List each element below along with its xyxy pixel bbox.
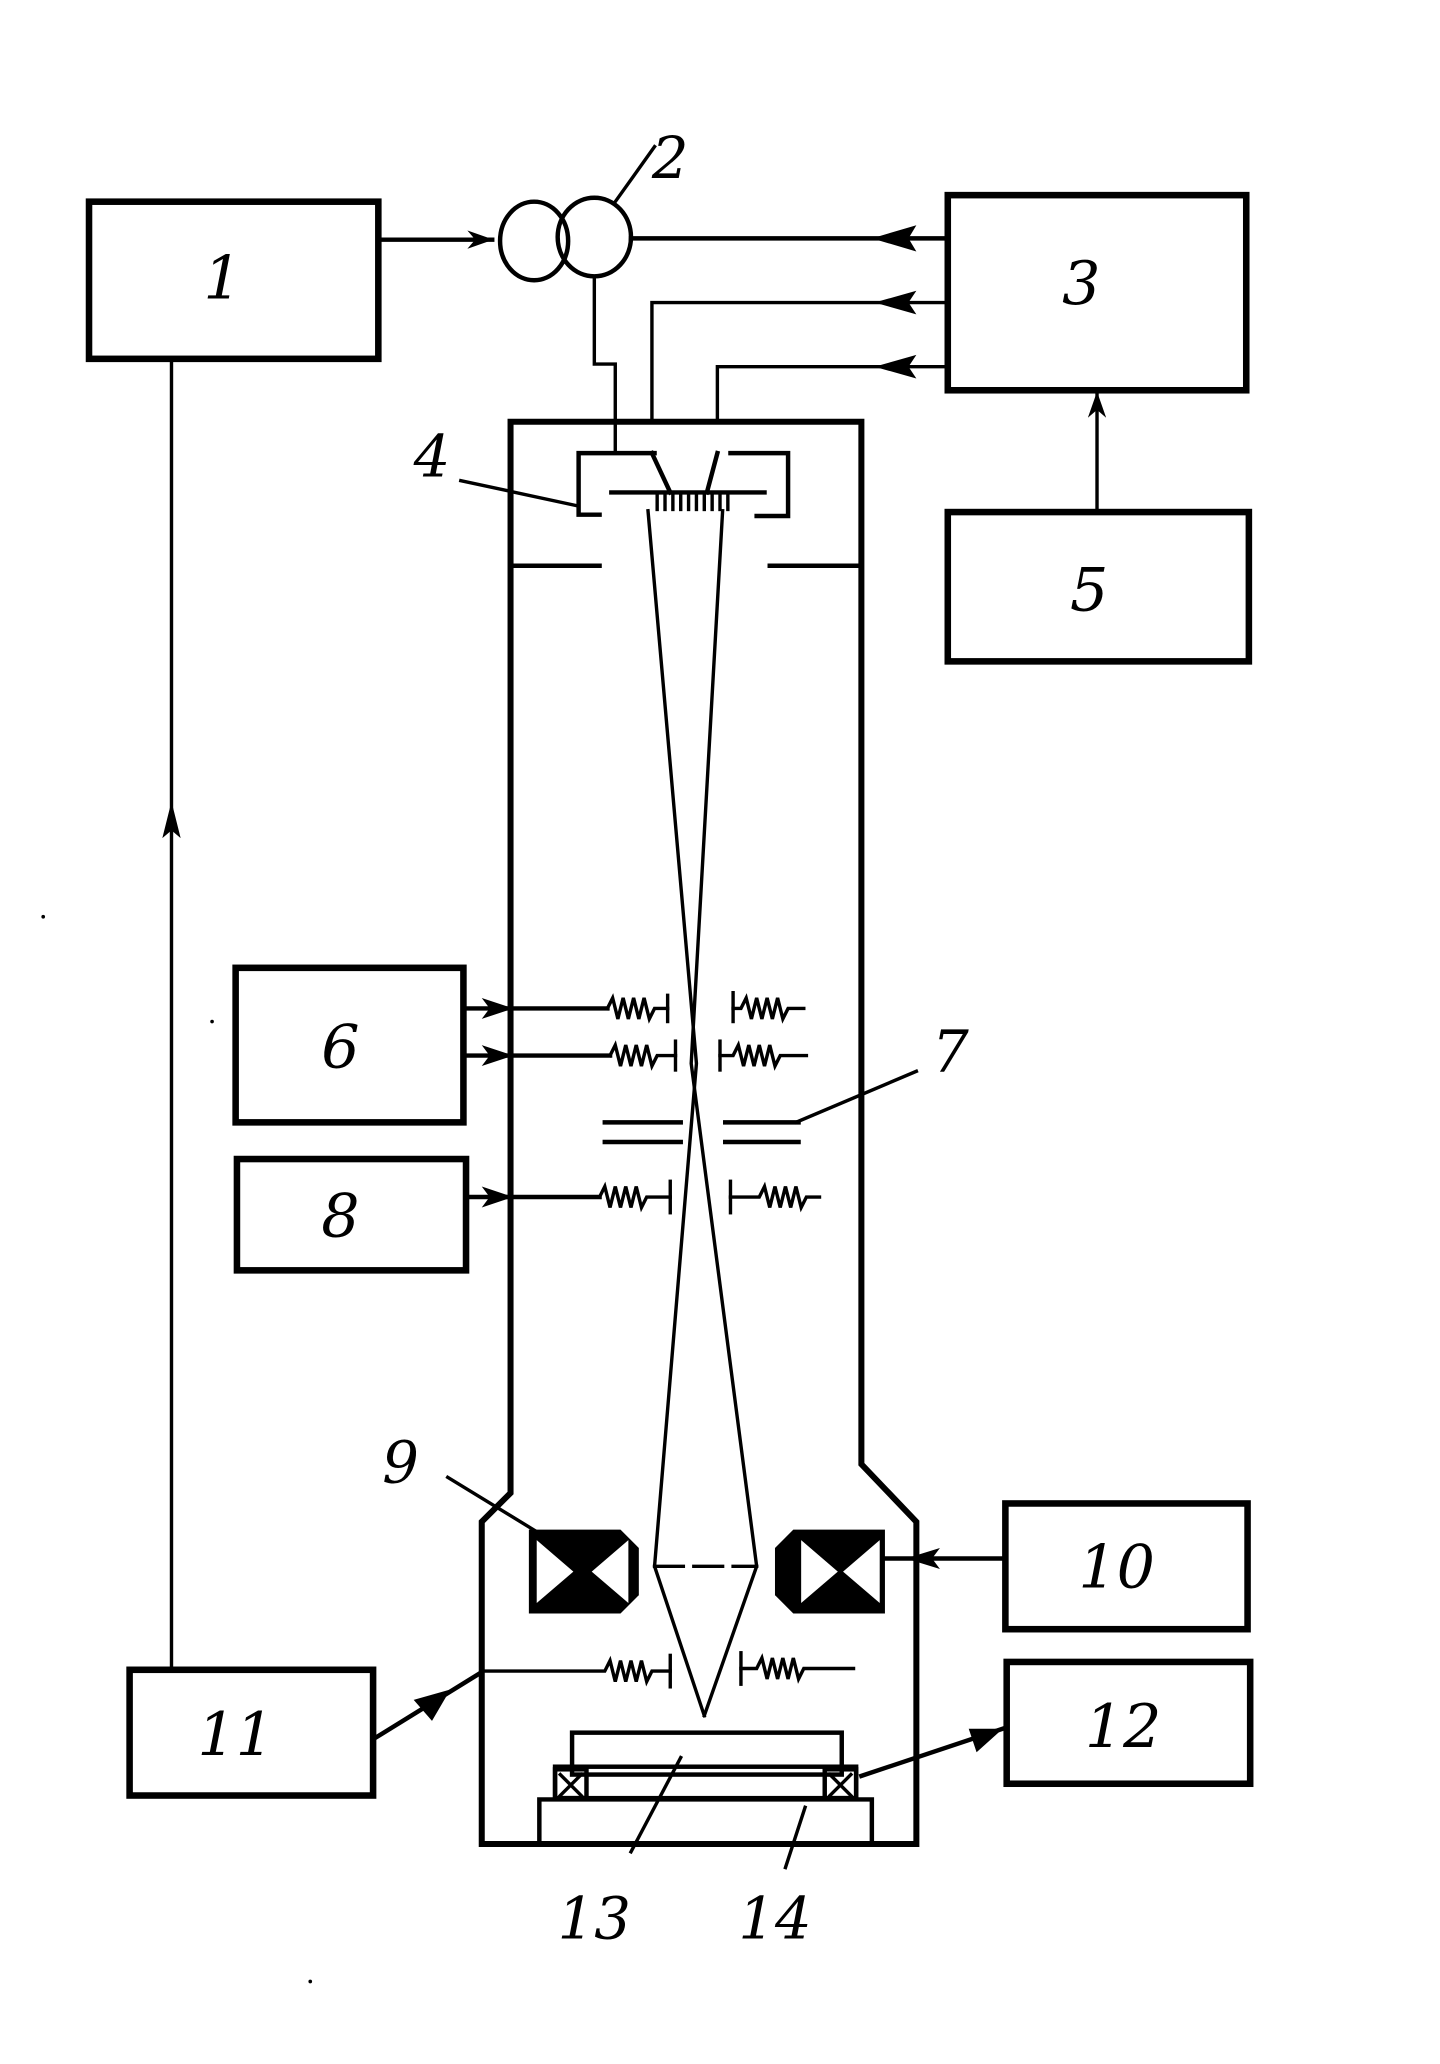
arrowhead [874,354,917,379]
callout-leader-13 [628,1755,684,1855]
callout-14-label: 14 [738,1885,811,1952]
callout-7-label: 7 [932,1018,969,1085]
block-12-label: 12 [1085,1692,1162,1762]
block-10-label: 10 [1078,1532,1155,1602]
block-6: 6 [232,964,467,1126]
column-chamber [478,418,920,1847]
specimen [552,1730,859,1801]
callout-leader-14 [783,1805,808,1870]
block-1-label: 1 [203,244,241,314]
transformer-icon [497,195,634,283]
arrowhead [481,997,514,1019]
arrowhead [481,1045,514,1067]
block-11: 11 [126,1666,377,1799]
callout-leader-7 [793,1069,919,1125]
callout-13-label: 13 [558,1885,631,1952]
block-12: 12 [1003,1658,1254,1788]
block-3: 3 [944,191,1250,394]
callout-leader-9 [445,1474,545,1538]
block-10: 10 [1002,1500,1251,1633]
arrowhead [905,1548,940,1569]
block-5-label: 5 [1070,555,1108,625]
wire-3-to-cathode-a [650,300,950,424]
arrowhead [874,290,917,315]
specimen-table [537,1797,875,1844]
block-6-label: 6 [321,1012,359,1082]
deflector-bottom [480,1651,856,1689]
arrowhead [413,1689,451,1721]
block-5: 5 [944,508,1253,665]
block-3-label: 3 [1062,249,1100,319]
deflector-upper [605,991,806,1024]
wire-transformer-to-cathode [592,274,617,454]
callout-9-label: 9 [382,1430,419,1497]
block-8-label: 8 [321,1181,359,1251]
cathode-assembly [576,450,791,519]
deflector-middle [607,1039,809,1072]
callout-2-label: 2 [651,125,689,192]
block-11-label: 11 [197,1700,274,1770]
speck [41,914,46,919]
wire-3-to-cathode-b [715,364,950,424]
magnetic-lens-left [528,1529,639,1614]
callout-leader-2 [612,144,657,205]
callout-4-label: 4 [413,424,451,491]
arrowhead [968,1728,1003,1753]
arrowhead [871,225,917,252]
electron-beam [646,508,759,1718]
block-1: 1 [85,198,382,363]
magnetic-lens-right [774,1529,885,1614]
deflector-lower [597,1179,822,1215]
arrowhead [481,1186,514,1208]
block-8: 8 [233,1155,470,1274]
speck [308,1979,313,1984]
aperture-plates [602,1120,801,1145]
callout-leader-4 [458,478,579,508]
arrowhead [162,801,181,839]
speck [210,1019,214,1024]
